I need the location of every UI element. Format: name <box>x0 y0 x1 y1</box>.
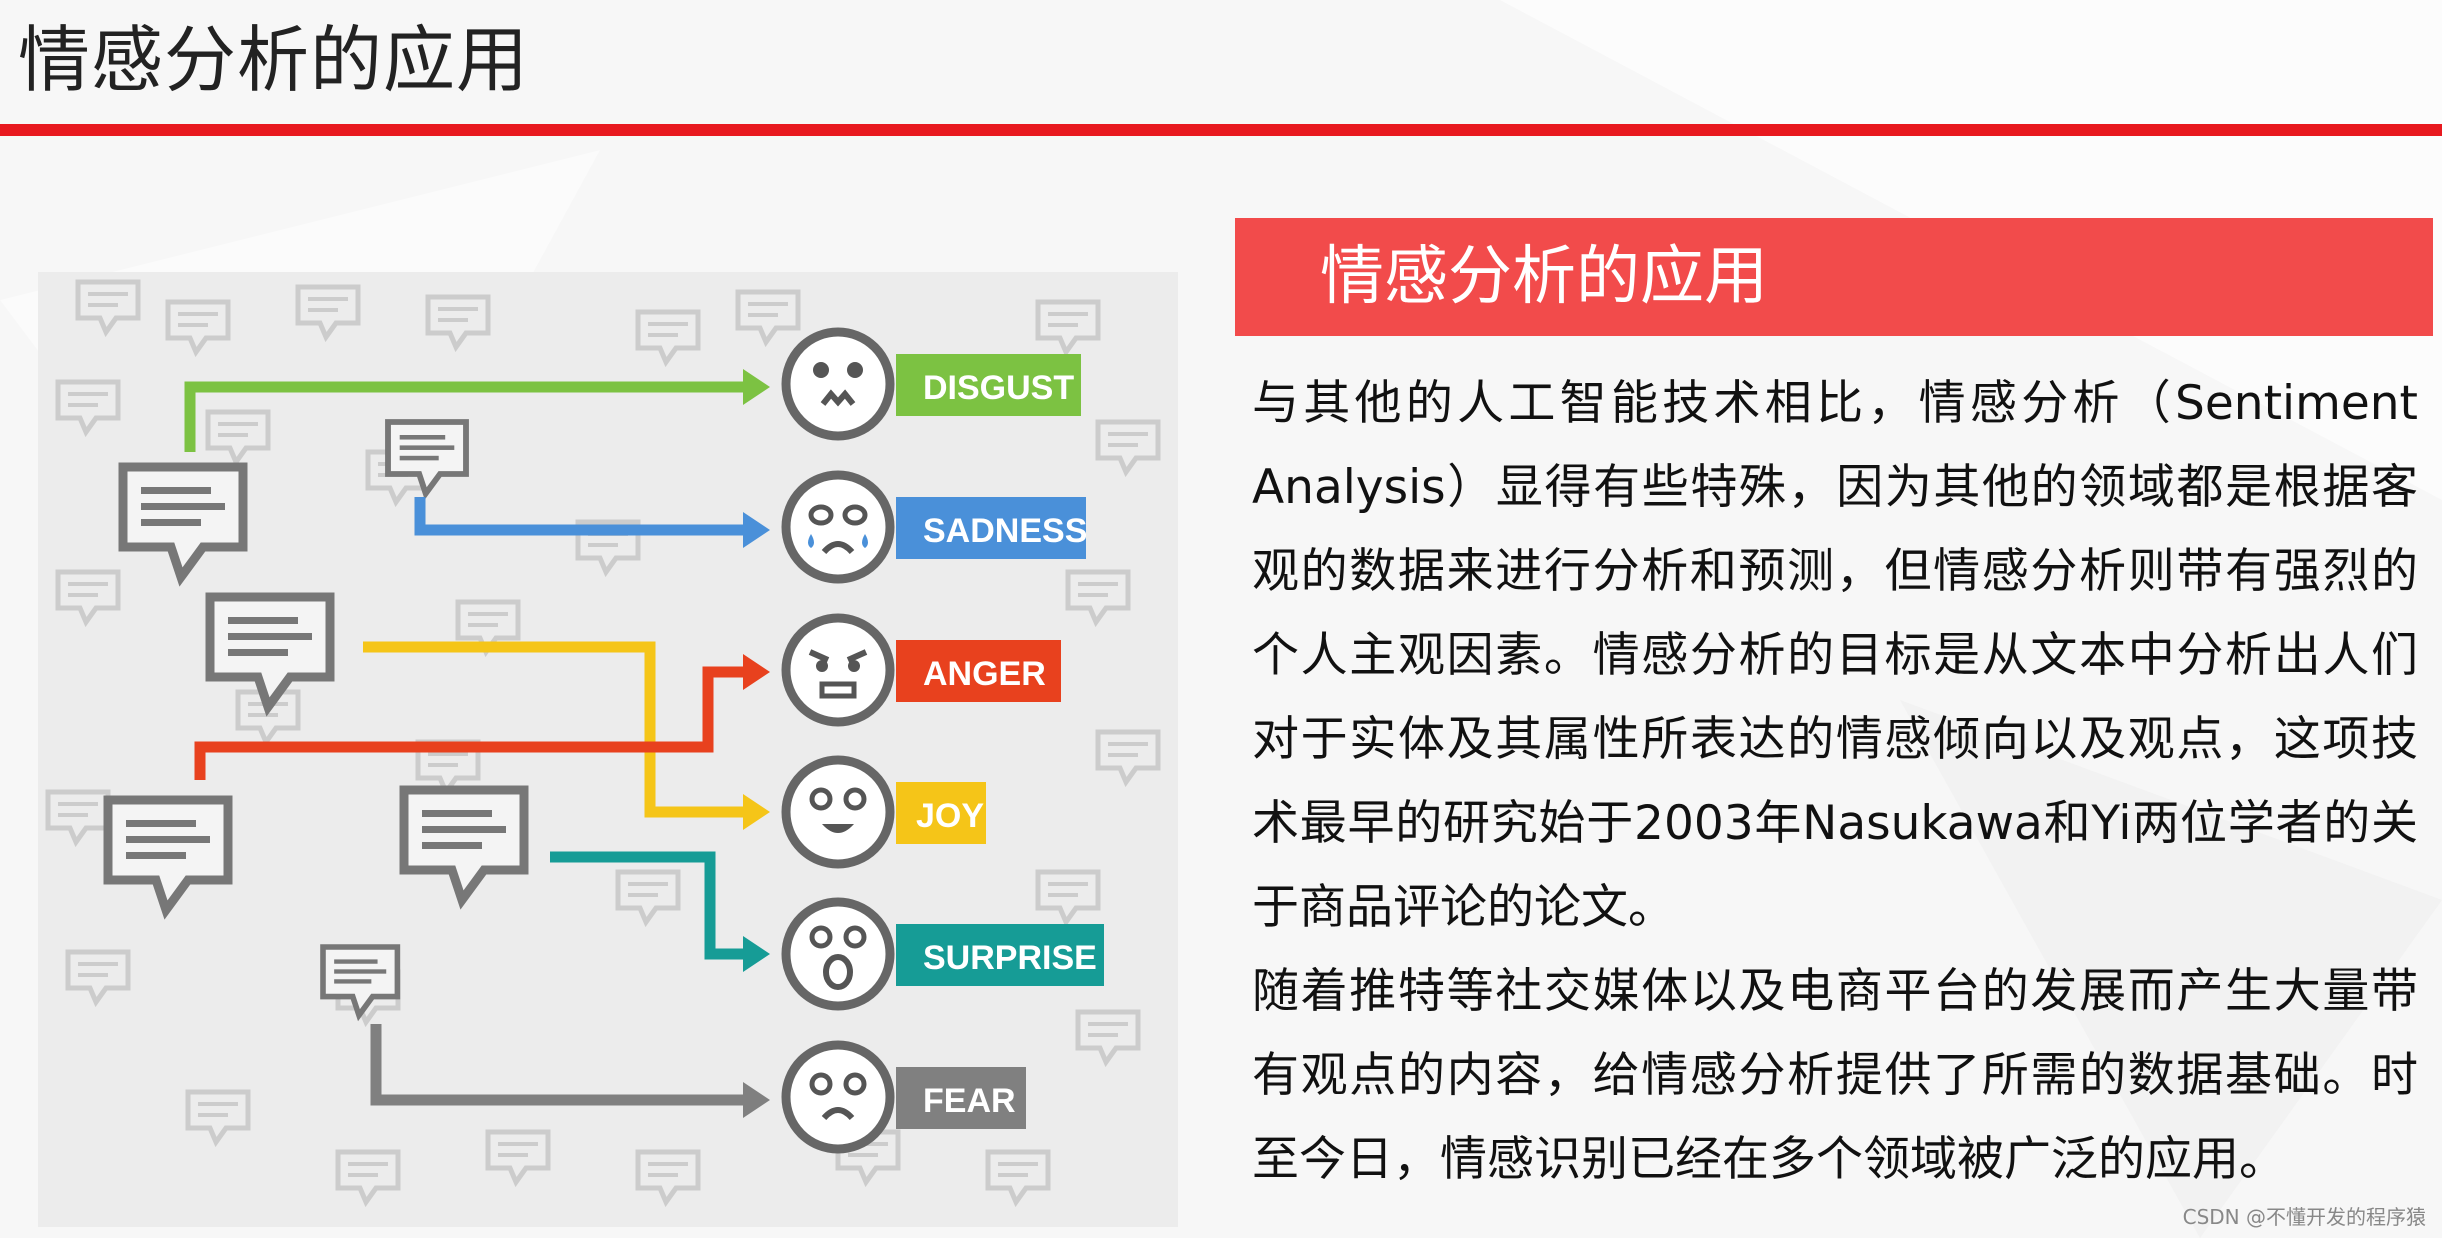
emotion-fear: FEAR <box>781 1040 1026 1154</box>
emotion-arrows <box>184 369 770 1118</box>
emotion-label: ANGER <box>923 655 1046 693</box>
title-divider <box>0 124 2442 136</box>
emotion-disgust: DISGUST <box>781 327 1081 441</box>
section-title: 情感分析的应用 <box>1320 240 1768 314</box>
emotion-joy: JOY <box>781 755 986 869</box>
emotion-label: DISGUST <box>923 369 1074 407</box>
angry-face-icon <box>781 613 895 727</box>
speech-bubbles <box>108 422 524 1015</box>
emotion-anger: ANGER <box>781 613 1061 727</box>
paragraph-development: 随着推特等社交媒体以及电商平台的发展而产生大量带有观点的内容，给情感分析提供了所… <box>1252 964 2418 1187</box>
emotion-label: JOY <box>916 797 984 835</box>
surprised-face-icon <box>781 897 895 1011</box>
body-text: 与其他的人工智能技术相比，情感分析（Sentiment Analysis）显得有… <box>1252 362 2418 1202</box>
emotion-label: SADNESS <box>923 512 1087 550</box>
emotion-surprise: SURPRISE <box>781 897 1104 1011</box>
emotion-sadness: SADNESS <box>781 470 1087 584</box>
fearful-face-icon <box>781 1040 895 1154</box>
section-header-bar: 情感分析的应用 <box>1235 218 2433 336</box>
happy-face-icon <box>781 755 895 869</box>
watermark: CSDN @不懂开发的程序猿 <box>2182 1205 2426 1229</box>
emotion-illustration: DISGUST SADNESS ANGER <box>38 272 1178 1227</box>
sad-face-icon <box>781 470 895 584</box>
paragraph-intro: 与其他的人工智能技术相比，情感分析（Sentiment Analysis）显得有… <box>1252 376 2418 935</box>
emotion-diagram: DISGUST SADNESS ANGER <box>38 272 1178 1227</box>
emotion-label: SURPRISE <box>923 939 1097 977</box>
disgust-face-icon <box>781 327 895 441</box>
emotion-label: FEAR <box>923 1082 1016 1120</box>
slide-title: 情感分析的应用 <box>18 18 530 102</box>
